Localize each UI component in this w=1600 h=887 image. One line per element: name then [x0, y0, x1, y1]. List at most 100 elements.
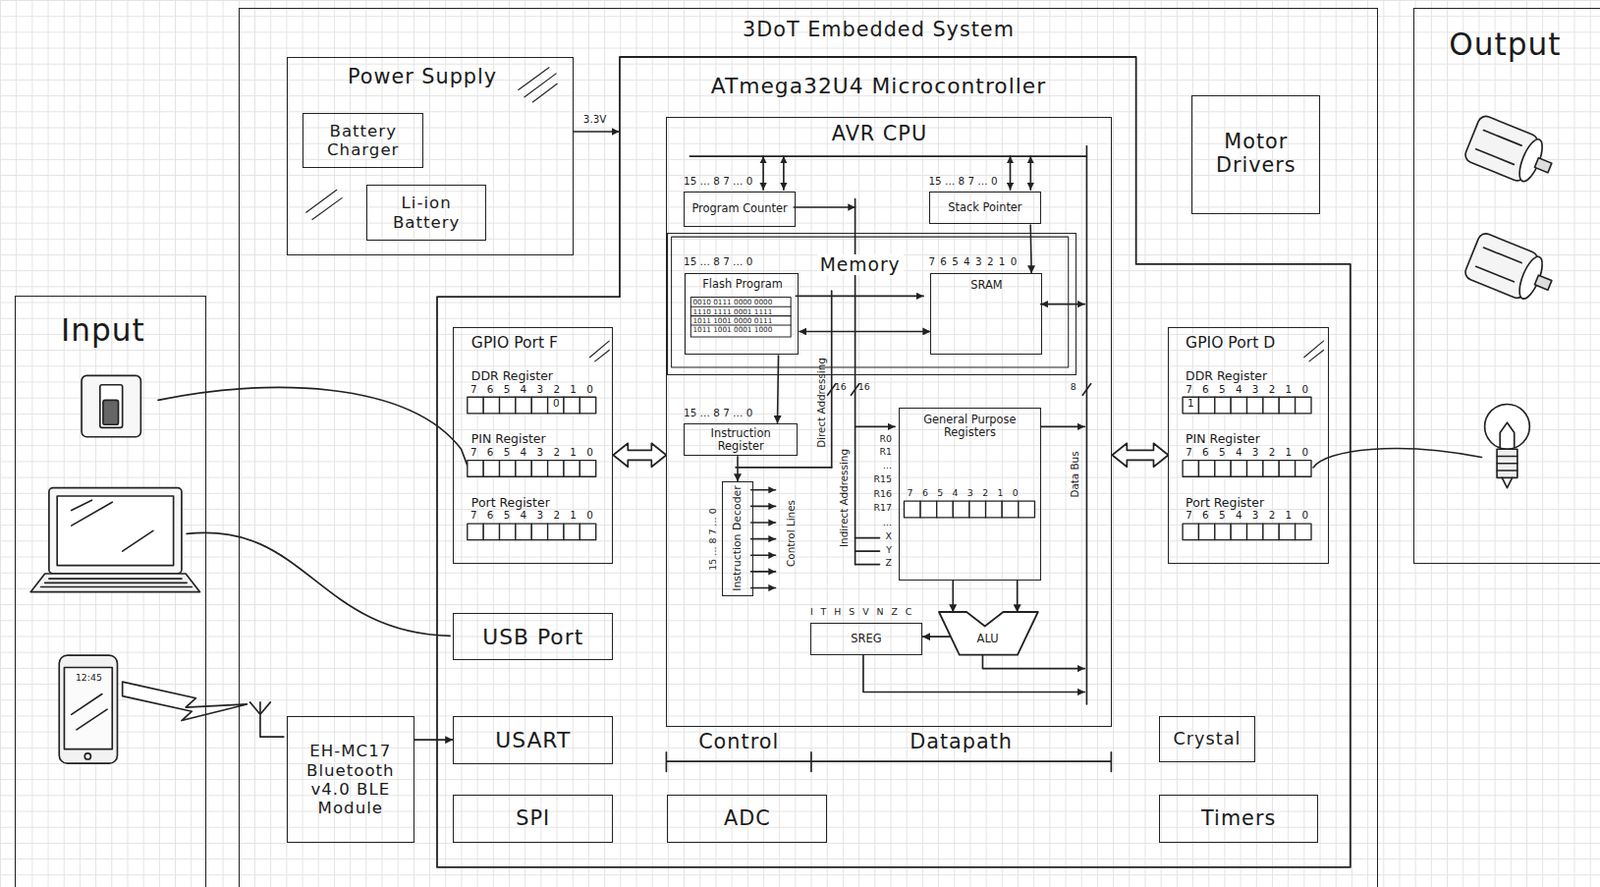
- cpu-bus: [782, 156, 785, 190]
- box-title: Instruction Decoder: [731, 484, 745, 593]
- block-box: Crystal: [1158, 716, 1256, 763]
- hatching: [1304, 340, 1325, 362]
- cpu-bus: [1041, 303, 1086, 306]
- container-box: Power SupplyBattery ChargerLi-ion Batter…: [286, 56, 574, 256]
- bit-label: 8: [1070, 382, 1077, 392]
- bulb-icon: [1485, 404, 1531, 450]
- box-title: USART: [495, 727, 571, 753]
- register-cells: [483, 396, 499, 414]
- box-title: Flash Program: [702, 277, 783, 291]
- connector: [798, 331, 931, 333]
- bit-label: Control: [698, 730, 779, 754]
- cpu-bus: [793, 206, 855, 209]
- box-title: Timers: [1201, 807, 1276, 831]
- bit-label: 15 … 8 7 … 0: [928, 175, 997, 187]
- cpu-bus: [735, 466, 832, 469]
- wireless-signal: [250, 702, 284, 737]
- bit-label: 15 … 8 7 … 0: [683, 175, 753, 187]
- bulb-icon: [1485, 404, 1531, 489]
- motor-icon: [1463, 113, 1560, 309]
- input-wire: [186, 532, 450, 636]
- bus-label: Indirect Addressing: [838, 448, 850, 548]
- bit-label: 7 6 5 4 3 2 1 0: [907, 488, 1022, 498]
- block-box: Timers: [1158, 794, 1319, 843]
- register-cells: [1182, 523, 1199, 541]
- connector: [951, 580, 954, 612]
- register-cells: [1295, 523, 1312, 541]
- register-cells: [467, 523, 484, 541]
- bus-label: Direct Addressing: [817, 357, 828, 448]
- bit-label: 1: [1187, 397, 1195, 409]
- register-cells: [579, 523, 596, 541]
- laptop-icon: [49, 488, 182, 574]
- register-cells: [1295, 396, 1312, 414]
- bit-label: X: [885, 531, 892, 542]
- cpu-bus: [863, 655, 1085, 692]
- box-title: ALU: [977, 632, 999, 646]
- bus-label: 15 … 8 7 … 0: [708, 507, 718, 570]
- container-box: Input: [14, 295, 207, 887]
- section-bracket: [665, 752, 1111, 773]
- register-cells: [1018, 500, 1036, 518]
- bulb-icon: [1496, 455, 1518, 488]
- cpu-bus: [762, 156, 765, 190]
- register-cells: [548, 396, 564, 414]
- flash-contents: [690, 296, 791, 337]
- motor-icon: [1534, 158, 1551, 173]
- bit-label: 0010 0111 0000 0000: [692, 298, 773, 307]
- hatching: [306, 189, 342, 220]
- laptop-icon: [56, 496, 173, 566]
- box-title: ADC: [723, 807, 772, 831]
- bit-label: 7 6 5 4 3 2 1 0: [1185, 384, 1312, 395]
- box-text: DDR Register: [471, 369, 553, 384]
- register-cells: [1263, 523, 1279, 541]
- register-cells: [579, 396, 596, 414]
- block-box: Motor Drivers: [1191, 95, 1321, 216]
- bit-label: R17: [874, 502, 892, 513]
- box-title: Battery Charger: [307, 121, 419, 160]
- box-title: SRAM: [970, 278, 1002, 292]
- wireless-signal: [122, 681, 248, 720]
- connector: [573, 130, 620, 133]
- register-cells: [1198, 523, 1214, 541]
- box-title: 3DoT Embedded System: [742, 18, 1015, 43]
- connector: [736, 455, 739, 482]
- bit-label: …: [882, 460, 892, 471]
- register-cells: [467, 460, 484, 478]
- register-cells: [1295, 460, 1312, 478]
- bus-label: Control Lines: [785, 499, 797, 567]
- box-title: Li-ion Battery: [371, 193, 483, 231]
- register-cells: [952, 500, 970, 518]
- edge-label: 3.3V: [583, 113, 607, 125]
- box-title: SPI: [515, 807, 551, 831]
- container-box: SRAM: [930, 273, 1042, 355]
- register-cells: [467, 396, 484, 414]
- register-cells: [1198, 396, 1214, 414]
- control-lines: [751, 570, 776, 573]
- bit-label: 7 6 5 4 3 2 1 0: [1185, 446, 1312, 458]
- box-title: EH-MC17 Bluetooth v4.0 BLE Module: [291, 741, 410, 817]
- box-outline: [437, 56, 1351, 868]
- register-cells: [1230, 523, 1247, 541]
- register-cells: [937, 500, 954, 518]
- box-title: GPIO Port D: [1185, 334, 1275, 353]
- container-box: AVR CPUProgram CounterStack PointerMemor…: [665, 116, 1112, 726]
- bit-label: 1011 1001 0000 0111: [692, 317, 773, 326]
- laptop-icon: [41, 578, 193, 587]
- register-cells: [515, 523, 532, 541]
- bit-label: 1110 1111 0001 1111: [692, 308, 773, 317]
- bit-label: I T H S V N Z C: [810, 606, 915, 617]
- box-title: Instruction Register: [688, 427, 793, 453]
- cpu-bus: [830, 290, 833, 468]
- connector: [922, 635, 950, 638]
- wireless-signal: [122, 681, 284, 737]
- flash-contents: [690, 306, 791, 326]
- bit-label: 7 6 5 4 3 2 1 0: [470, 446, 597, 458]
- register-cells: [531, 460, 548, 478]
- register-cells: [1247, 396, 1264, 414]
- block-box: Program Counter: [683, 191, 796, 226]
- phone-icon: [58, 655, 117, 764]
